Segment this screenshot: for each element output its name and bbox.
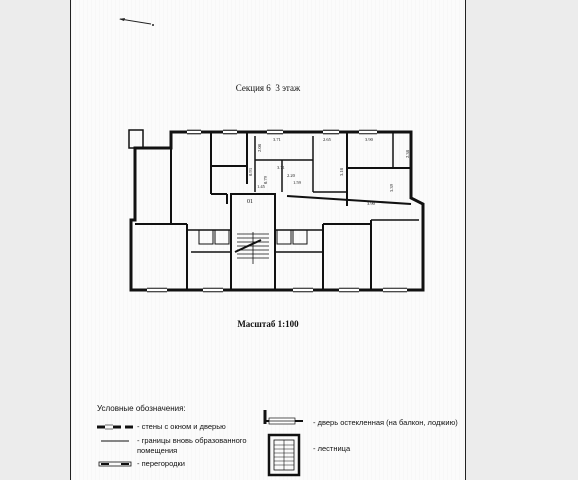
dim-label: 0.93 [248,167,253,176]
document-sheet: Секция 6 3 этаж [70,0,466,480]
partition-symbol-icon [98,461,132,467]
stairs-symbol-icon [267,433,301,477]
wall-symbol-icon [97,424,133,430]
legend-walls: - стены с окном и дверью [137,422,226,431]
glazed-door-symbol-icon [263,410,303,425]
dim-label: 2.65 [323,137,332,142]
legend-borders: - границы вновь образованного помещения [137,436,247,455]
dim-label: 3.18 [339,167,344,176]
legend-stairs: - лестница [313,444,351,453]
border-symbol-icon [101,440,129,442]
stair-label: 01 [247,199,253,205]
dim-label: 3.39 [389,183,394,192]
scale-label: Масштаб 1:100 [237,319,299,329]
scan-texture [71,0,465,480]
dim-label: 2.08 [257,143,262,152]
floor-label: 3 этаж [275,83,301,93]
legend-title: Условные обозначения: [97,404,186,413]
dim-label: 2.20 [287,173,296,178]
plan-title: Секция 6 3 этаж [71,83,465,93]
north-arrow-icon [119,18,154,26]
dim-label: 1.59 [293,180,302,185]
legend-glazed-door: - дверь остекленная (на балкон, лоджию) [313,418,458,427]
dim-label: 3.71 [273,137,281,142]
dim-label: 0.79 [263,175,268,184]
dim-label: 3.71 [277,165,285,170]
dim-label: 1.45 [257,184,266,189]
dim-label: 3.90 [365,137,374,142]
floor-plan: 3.71 2.65 3.90 2.08 0.93 3.71 2.20 3.18 … [128,129,425,293]
section-label: Секция 6 [235,83,271,93]
dim-label: 2.38 [405,149,410,158]
legend-partitions: - перегородки [137,459,185,468]
dim-label: 3.90 [367,201,376,206]
